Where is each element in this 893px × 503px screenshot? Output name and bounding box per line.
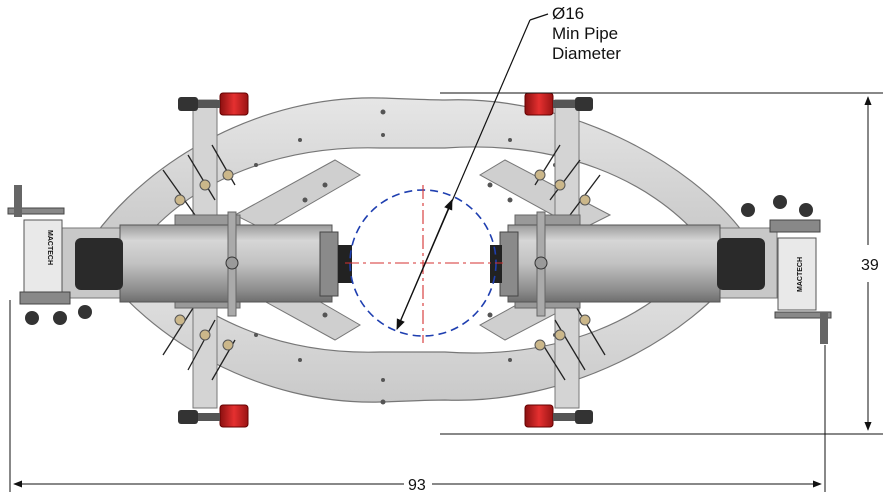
roller-bracket-top-right (554, 99, 580, 221)
diameter-annotation: Ø16 Min Pipe Diameter (552, 4, 621, 64)
adjust-bolts (162, 144, 606, 381)
roller-top-left (178, 92, 249, 116)
width-dimension (9, 300, 826, 492)
cylinder-right (490, 211, 765, 317)
brand-mark-right: MACTECH (797, 257, 804, 292)
roller-top-right (524, 92, 593, 116)
manifold-left: MACTECH (7, 185, 92, 325)
adjust-bolt-heads (174, 169, 591, 351)
brand-mark-left: MACTECH (46, 230, 53, 265)
diameter-label-line2: Diameter (552, 44, 621, 63)
outer-arm-top (93, 97, 747, 239)
manifold-right: MACTECH (741, 195, 832, 344)
diameter-label-line1: Min Pipe (552, 24, 619, 43)
height-dimension-value: 39 (861, 257, 879, 274)
height-dimension (440, 92, 883, 435)
roller-bracket-top-left (192, 99, 218, 221)
cylinder-left (75, 211, 352, 317)
pipe-centerlines (345, 185, 503, 343)
diameter-symbol-value: Ø16 (552, 4, 585, 23)
width-dimension-value: 93 (408, 477, 426, 494)
roller-bottom-right (524, 404, 593, 428)
roller-bottom-left (178, 404, 249, 428)
diameter-leader (396, 13, 549, 330)
